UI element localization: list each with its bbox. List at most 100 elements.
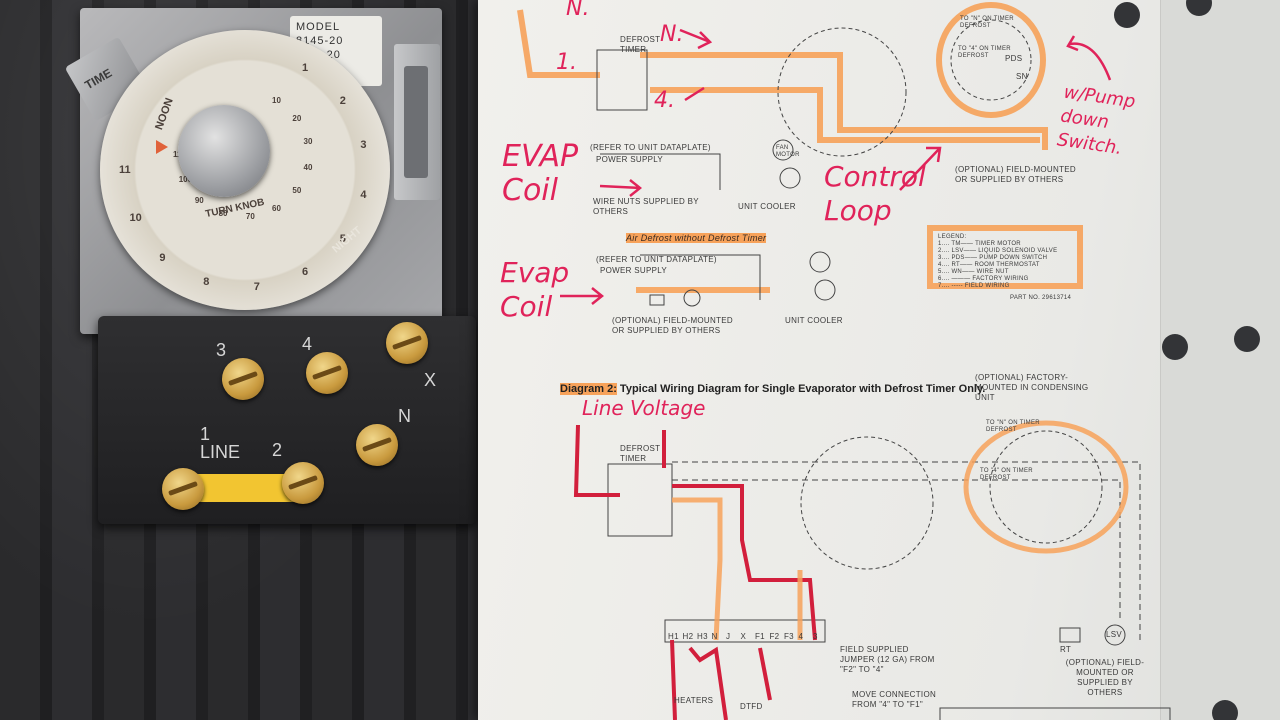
- jumper-note: FIELD SUPPLIED JUMPER (12 GA) FROM "F2" …: [840, 645, 935, 674]
- handwritten-line-voltage: Line Voltage: [582, 396, 706, 420]
- dial-inner-number: 30: [303, 137, 313, 147]
- printed-wiring: [596, 19, 1171, 720]
- dial-inner-number: 80: [218, 208, 228, 218]
- dial-hour-number: 4: [360, 188, 367, 201]
- terminal-strip-label: H3: [697, 632, 708, 641]
- optional-field-label: (OPTIONAL) FIELD-MOUNTED OR SUPPLIED BY …: [955, 165, 1076, 184]
- wire-nuts-label: WIRE NUTS SUPPLIED BY OTHERS: [593, 197, 699, 216]
- optional-field-label: (OPTIONAL) FIELD-MOUNTED OR SUPPLIED BY …: [1065, 658, 1145, 697]
- diagram2-title: Typical Wiring Diagram for Single Evapor…: [619, 383, 986, 395]
- dial-inner-number: 60: [272, 203, 281, 213]
- orange-highlight-loop: [517, 2, 1083, 293]
- next-page-edge: [1160, 0, 1280, 720]
- handwritten-evap-coil: EVAP Coil: [502, 139, 579, 208]
- dial-hour-number: 1: [302, 61, 309, 74]
- legend: LEGEND: 1.... TM—— TIMER MOTOR 2.... LSV…: [938, 234, 1078, 290]
- terminal-screw: [162, 468, 204, 510]
- defrost-timer-label: DEFROST TIMER: [620, 35, 661, 54]
- handwritten-n-top: N.: [566, 0, 590, 21]
- legend-line: 4.... RT—— ROOM THERMOSTAT: [938, 262, 1040, 268]
- dial-hour-number: 11: [119, 164, 131, 176]
- legend-line: 1.... TM—— TIMER MOTOR: [938, 241, 1021, 247]
- factory-mounted-note: (OPTIONAL) FACTORY-MOUNTED IN CONDENSING…: [975, 373, 1089, 402]
- binder-hole: [1212, 700, 1238, 720]
- dial-inner-number: 50: [292, 186, 302, 196]
- terminal-label: 3: [216, 340, 227, 360]
- unit-cooler-label: UNIT COOLER: [785, 316, 843, 325]
- heaters-label: HEATERS: [674, 696, 714, 705]
- binder-hole: [1114, 2, 1140, 28]
- model-tag-line: MODEL: [296, 21, 341, 33]
- terminal-label: 1: [200, 424, 211, 444]
- defrost-timer-label: DEFROST TIMER: [620, 444, 661, 463]
- ref-dataplate-label: (REFER TO UNIT DATAPLATE): [590, 143, 711, 152]
- handwritten-four: 4.: [654, 88, 675, 113]
- legend-line: 3.... PDS—— PUMP DOWN SWITCH: [938, 255, 1048, 261]
- orange-diagram2-loop: [672, 420, 1129, 641]
- dial-inner-number: 100: [178, 175, 193, 185]
- dial-hour-number: 7: [253, 281, 260, 294]
- handwritten-control-loop: Control Loop: [824, 160, 926, 227]
- dial-hour-number: 9: [159, 251, 166, 264]
- wiring-diagram-paper: [478, 0, 1280, 720]
- terminal-strip-label: J: [726, 632, 731, 641]
- power-supply-label: POWER SUPPLY: [600, 266, 668, 275]
- dial-inner-number: 70: [245, 211, 255, 221]
- terminal-strip-label: N: [711, 632, 718, 641]
- fan-motor-label: FAN MOTOR: [776, 145, 800, 158]
- turn-knob: [178, 105, 270, 197]
- terminal-strip-label: H1: [668, 632, 679, 641]
- terminal-strip-label: F1: [755, 632, 765, 641]
- to-n-label: TO "N" ON TIMER DEFROST: [960, 16, 1014, 29]
- terminal-strip-label: X: [740, 632, 747, 641]
- part-number: PART NO. 29613714: [1010, 295, 1072, 301]
- rt-label: RT: [1060, 645, 1072, 654]
- power-supply-label: POWER SUPPLY: [596, 155, 664, 164]
- to-4-label: TO "4" ON TIMER DEFROST: [980, 468, 1033, 481]
- pds-label: PDS: [1005, 54, 1023, 63]
- unit-cooler-label: UNIT COOLER: [738, 202, 796, 211]
- handwritten-one: 1.: [556, 50, 577, 75]
- legend-line: 7.... ----- FIELD WIRING: [938, 283, 1010, 289]
- handwritten-arrows: [560, 28, 1112, 305]
- terminal-label: X: [424, 370, 437, 390]
- dial-hour-number: 2: [339, 94, 346, 107]
- terminal-strip-label: F2: [769, 632, 780, 641]
- dial-inner-number: 10: [272, 96, 281, 106]
- to-n-label: TO "N" ON TIMER DEFROST: [986, 420, 1040, 433]
- dial-hour-number: 6: [302, 266, 309, 279]
- legend-title: LEGEND:: [938, 234, 967, 240]
- diagram2-heading: Diagram 2: Typical Wiring Diagram for Si…: [560, 383, 985, 395]
- terminal-screw: [222, 358, 264, 400]
- binder-hole: [1234, 326, 1260, 352]
- to-4-label: TO "4" ON TIMER DEFROST: [958, 46, 1011, 59]
- legend-line: 2.... LSV—— LIQUID SOLENOID VALVE: [938, 248, 1058, 254]
- binder-hole: [1162, 334, 1188, 360]
- terminal-label: 2: [272, 440, 283, 460]
- dial-inner-number: 90: [194, 196, 204, 206]
- air-defrost-heading: Air Defrost without Defrost Timer: [626, 233, 767, 243]
- terminal-screw: [386, 322, 428, 364]
- terminal-screw: [282, 462, 324, 504]
- terminal-strip-label: 4: [798, 632, 804, 641]
- lsv-label: LSV: [1106, 630, 1123, 639]
- dial-hour-number: 3: [360, 139, 367, 152]
- terminal-screw: [356, 424, 398, 466]
- optional-field-label: (OPTIONAL) FIELD-MOUNTED OR SUPPLIED BY …: [612, 316, 733, 335]
- terminal-screw: [306, 352, 348, 394]
- move-connection-note: MOVE CONNECTION FROM "4" TO "F1": [852, 690, 937, 709]
- terminal-label: N: [398, 406, 411, 426]
- dial-hour-number: 5: [339, 233, 346, 246]
- dial-inner-number: 20: [292, 113, 302, 123]
- dial-hour-number: 8: [203, 276, 210, 289]
- handwritten-n-mid: N.: [660, 22, 684, 47]
- handwritten-evap-coil: Evap Coil: [500, 256, 570, 323]
- sn-label: SN: [1016, 72, 1028, 81]
- terminal-label: LINE: [200, 442, 241, 462]
- ref-dataplate-label: (REFER TO UNIT DATAPLATE): [596, 255, 717, 264]
- terminal-strip-label: H2: [682, 632, 694, 641]
- legend-line: 6.... ——— FACTORY WIRING: [938, 276, 1029, 282]
- dtfd-label: DTFD: [740, 702, 763, 711]
- red-line-voltage-marker: [573, 424, 817, 720]
